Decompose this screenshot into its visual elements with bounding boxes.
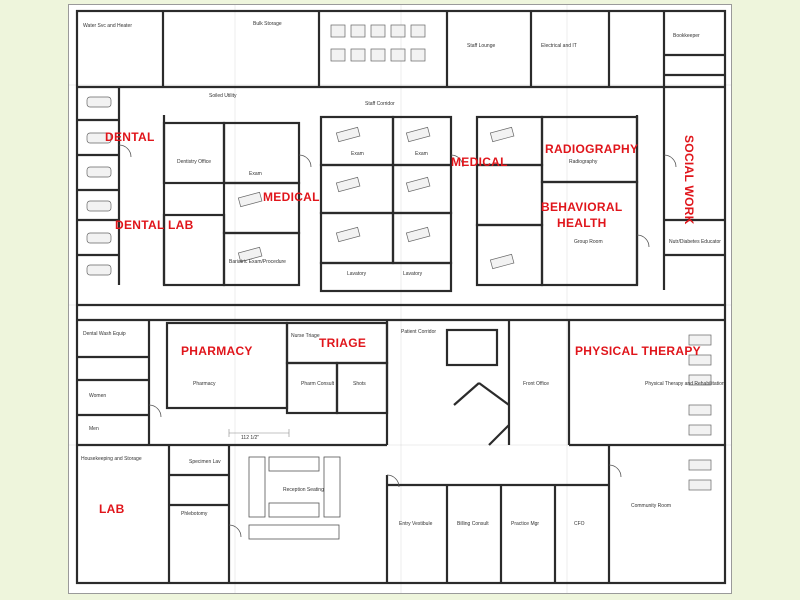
room-group: Group Room (574, 239, 603, 245)
room-men: Men (89, 426, 99, 432)
floor-plan-drawing: Water Svc and Heater Bulk Storage Staff … (69, 5, 731, 593)
dept-medical-right: MEDICAL (451, 155, 508, 169)
room-phlebotomy: Phlebotomy (181, 511, 208, 517)
dept-radiography: RADIOGRAPHY (545, 142, 639, 156)
room-women: Women (89, 393, 106, 399)
pt-equipment (688, 334, 712, 491)
room-soiled-utility: Soiled Utility (209, 93, 237, 99)
room-front-office: Front Office (523, 381, 549, 387)
room-specimen-lav: Specimen Lav (189, 459, 221, 465)
room-nutr-educator: Nutr/Diabetes Educator (669, 239, 721, 245)
floor-plan: Water Svc and Heater Bulk Storage Staff … (68, 4, 732, 594)
room-billing-consult: Billing Consult (457, 521, 489, 527)
room-patient-corridor: Patient Corridor (401, 329, 436, 335)
room-pharm-consult: Pharm Consult (301, 381, 335, 387)
dept-behavioral-2: HEALTH (557, 216, 607, 230)
dept-pharmacy: PHARMACY (181, 344, 253, 358)
room-reception: Reception Seating (283, 487, 324, 493)
room-bulk-storage: Bulk Storage (253, 21, 282, 27)
room-community: Community Room (631, 503, 671, 509)
door-swings (118, 144, 677, 538)
dental-chairs (86, 96, 112, 276)
room-practice-mgr: Practice Mgr (511, 521, 539, 527)
room-bariatric: Bariatric Exam/Procedure (229, 259, 286, 265)
room-dentistry-office: Dentistry Office (177, 159, 211, 165)
dept-triage: TRIAGE (319, 336, 367, 350)
dept-social-work: SOCIAL WORK (682, 135, 696, 225)
room-water-svc: Water Svc and Heater (83, 23, 132, 29)
room-exam-1: Exam (351, 151, 364, 157)
room-exam-2: Exam (415, 151, 428, 157)
room-cfo: CFO (574, 521, 585, 527)
room-labels: Water Svc and Heater Bulk Storage Staff … (81, 21, 725, 527)
room-pharmacy: Pharmacy (193, 381, 216, 387)
dimension-line (228, 429, 290, 437)
room-entry-vestibule: Entry Vestibule (399, 521, 433, 527)
room-staff-corridor: Staff Corridor (365, 101, 395, 107)
workstations (330, 24, 426, 62)
room-lavatory-2: Lavatory (403, 271, 423, 277)
room-nurse-triage: Nurse Triage (291, 333, 320, 339)
room-electrical: Electrical and IT (541, 43, 577, 49)
room-lavatory-1: Lavatory (347, 271, 367, 277)
dept-dental-lab: DENTAL LAB (115, 218, 194, 232)
room-exam-3: Exam (249, 171, 262, 177)
dimension-note: 112 1/2" (241, 435, 259, 441)
reception-seating (248, 456, 341, 540)
exam-tables (237, 126, 515, 270)
room-physical-therapy: Physical Therapy and Rehabilitation (645, 381, 725, 387)
dept-dental: DENTAL (105, 130, 155, 144)
room-shots: Shots (353, 381, 366, 387)
dept-physical-therapy: PHYSICAL THERAPY (575, 344, 701, 358)
room-housekeeping: Housekeeping and Storage (81, 456, 142, 462)
dept-medical-left: MEDICAL (263, 190, 320, 204)
room-dental-wash: Dental Wash Equip (83, 331, 126, 337)
walls (75, 9, 727, 585)
room-radiography: Radiography (569, 159, 598, 165)
dept-behavioral-1: BEHAVIORAL (541, 200, 623, 214)
room-bookkeeper: Bookkeeper (673, 33, 700, 39)
dept-lab: LAB (99, 502, 125, 516)
room-staff-lounge: Staff Lounge (467, 43, 495, 49)
